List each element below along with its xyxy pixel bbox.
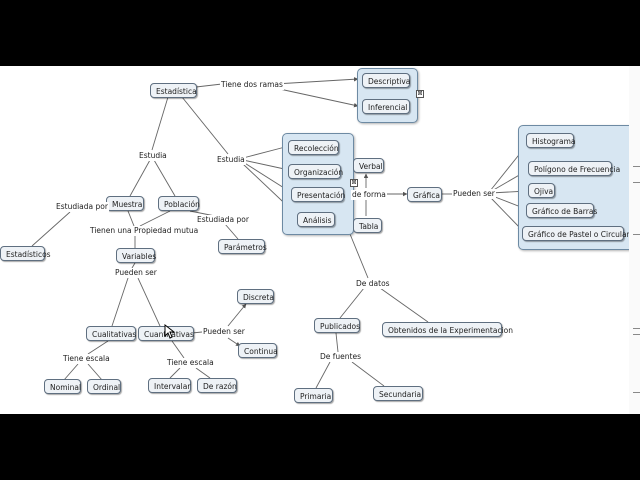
concept-de-razon[interactable]: De razón	[197, 378, 237, 393]
edge-escala-ordinal	[87, 363, 103, 381]
concept-obtenidos[interactable]: Obtenidos de la Experimentacion	[382, 322, 513, 337]
concept-estadistica[interactable]: Estadística	[150, 83, 197, 98]
link-de-forma[interactable]: de forma	[351, 190, 387, 200]
concept-analisis[interactable]: Análisis	[297, 212, 335, 227]
concept-variables[interactable]: Variables	[116, 248, 156, 263]
edge-estudia2-organizacion	[242, 159, 290, 172]
link-de-fuentes[interactable]: De fuentes	[319, 352, 362, 362]
concept-discreta[interactable]: Discreta	[237, 289, 274, 304]
concept-verbal[interactable]: Verbal	[353, 158, 384, 173]
edge-cuantitativas-escala	[171, 340, 185, 359]
edge-grupo-dedatos	[349, 233, 369, 279]
edge-estudia2-recoleccion	[242, 144, 290, 159]
edge-estudia1-poblacion	[153, 159, 176, 197]
edge-escala-nominal	[63, 363, 79, 381]
edge-estudia1-muestra	[129, 159, 151, 197]
right-edge-mark	[633, 234, 640, 235]
right-edge-mark	[633, 392, 640, 393]
concept-descriptiva[interactable]: Descriptiva	[362, 73, 410, 88]
edge-muestra-propiedad	[127, 210, 135, 227]
edge-escala-intervalar	[169, 367, 181, 379]
concept-barras[interactable]: Gráfico de Barras	[526, 203, 597, 218]
edge-poblacion-propiedad	[139, 210, 171, 227]
link-tiene-escala-1[interactable]: Tiene escala	[62, 354, 111, 364]
concept-recoleccion[interactable]: Recolección	[288, 140, 339, 155]
concept-organizacion[interactable]: Organización	[288, 164, 343, 179]
concept-secundaria[interactable]: Secundaria	[373, 386, 423, 401]
concept-nominal[interactable]: Nominal	[44, 379, 81, 394]
concept-ordinal[interactable]: Ordinal	[87, 379, 121, 394]
edge-estudiadapor-estadisticos	[31, 211, 71, 247]
concept-publicados[interactable]: Publicados	[314, 318, 360, 333]
edge-cualitativas-escala	[87, 340, 109, 355]
link-pueden-ser-2[interactable]: Pueden ser	[202, 327, 246, 337]
edge-publicados-defuentes	[335, 332, 339, 353]
concept-parametros[interactable]: Parámetros	[218, 239, 267, 254]
edge-puedenser-cuantitativas	[137, 277, 161, 327]
edge-puedenser-cualitativas	[111, 277, 129, 327]
concept-primaria[interactable]: Primaria	[294, 388, 333, 403]
edge-ramas-inferencial	[274, 87, 359, 108]
edge-defuentes-secundaria	[351, 361, 385, 387]
edge-variables-puedenser	[131, 262, 136, 269]
edge-ramas-descriptiva	[274, 76, 359, 85]
link-propiedad-mutua[interactable]: Tienen una Propiedad mutua	[89, 226, 200, 236]
concept-estadisticos[interactable]: Estadísticos	[0, 246, 51, 261]
edge-puedenser-discreta	[227, 303, 247, 327]
link-tiene-escala-2[interactable]: Tiene escala	[166, 358, 215, 368]
concept-presentacion[interactable]: Presentación	[291, 187, 345, 202]
concept-map-canvas[interactable]: ⊠ ⊠ ⊠ Estadística Descriptiva Inferencia…	[0, 66, 640, 414]
right-edge-mark	[633, 334, 640, 335]
concept-pastel[interactable]: Gráfico de Pastel o Circular	[522, 226, 630, 241]
edge-estadistica-estudia1	[151, 96, 169, 151]
concept-grafica[interactable]: Gráfica	[407, 187, 442, 202]
right-edge-mark	[633, 166, 640, 167]
concept-inferencial[interactable]: Inferencial	[362, 99, 410, 114]
link-pueden-ser-3[interactable]: Pueden ser	[452, 189, 496, 199]
concept-intervalar[interactable]: Intervalar	[148, 378, 191, 393]
edge-estudiadapor-parametros	[224, 223, 239, 240]
link-de-datos[interactable]: De datos	[355, 279, 391, 289]
concept-histograma[interactable]: Histograma	[526, 133, 576, 148]
edge-escala-derazon	[195, 367, 211, 379]
concept-muestra[interactable]: Muestra	[106, 196, 144, 211]
collapse-toggle-etapas[interactable]: ⊠	[350, 179, 358, 187]
link-estudia-2[interactable]: Estudia	[216, 155, 246, 165]
concept-cualitativas[interactable]: Cualitativas	[86, 326, 136, 341]
right-edge-panel	[629, 66, 640, 414]
edge-estadistica-estudia2	[181, 96, 229, 155]
link-estudiada-por-2[interactable]: Estudiada por	[196, 215, 250, 225]
link-tiene-dos-ramas[interactable]: Tiene dos ramas	[220, 80, 284, 90]
edge-defuentes-primaria	[315, 361, 331, 389]
right-edge-mark	[633, 182, 640, 183]
edge-estadistica-ramas	[195, 83, 223, 88]
concept-poblacion[interactable]: Población	[158, 196, 200, 211]
concept-ojiva[interactable]: Ojiva	[528, 183, 555, 198]
edge-dedatos-publicados	[339, 287, 365, 319]
edge-dedatos-obtenidos	[379, 287, 429, 323]
mouse-pointer-icon	[164, 324, 176, 339]
concept-tabla[interactable]: Tabla	[353, 218, 382, 233]
link-estudia-1[interactable]: Estudia	[138, 151, 168, 161]
edge-puedenser-pastel	[489, 196, 523, 231]
concept-poligono[interactable]: Polígono de Frecuencia	[528, 161, 620, 176]
right-edge-mark	[633, 328, 640, 329]
link-estudiada-por-1[interactable]: Estudiada por	[55, 202, 109, 212]
collapse-toggle-ramas[interactable]: ⊠	[416, 90, 424, 98]
link-pueden-ser-1[interactable]: Pueden ser	[114, 268, 158, 278]
concept-continua[interactable]: Continua	[238, 343, 278, 358]
